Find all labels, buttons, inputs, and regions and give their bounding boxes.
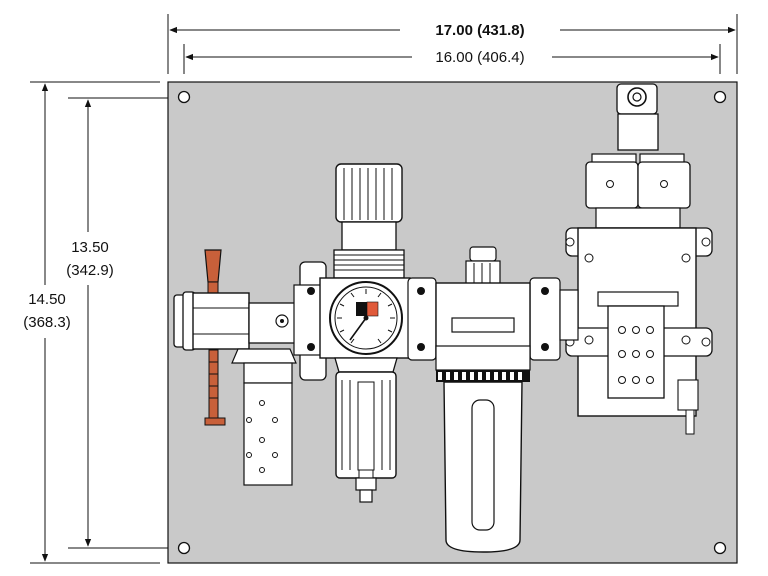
mounting-hole-bottom-left — [177, 541, 191, 555]
hole-spacing-height-mm-label: (342.9) — [66, 262, 114, 279]
dimension-hole-spacing-height: 13.50 (342.9) — [66, 97, 176, 549]
solenoid-valve — [559, 83, 713, 435]
overall-height-mm-label: (368.3) — [23, 314, 71, 331]
overall-height-in-label: 14.50 — [28, 291, 66, 308]
hole-spacing-height-in-label: 13.50 — [71, 239, 109, 256]
mounting-hole-bottom-right — [713, 541, 727, 555]
mounting-hole-top-left — [177, 90, 191, 104]
mounting-hole-top-right — [713, 90, 727, 104]
hole-spacing-width-label: 16.00 (406.4) — [435, 49, 524, 66]
shutoff-valve — [173, 249, 298, 486]
dimension-hole-spacing-width: 16.00 (406.4) — [183, 44, 721, 74]
dimension-overall-height: 14.50 (368.3) — [23, 81, 160, 564]
mounting-holes — [177, 90, 727, 555]
overall-width-label: 17.00 (431.8) — [435, 22, 524, 39]
lubricator — [407, 246, 561, 553]
dimension-overall-width: 17.00 (431.8) — [167, 14, 738, 74]
